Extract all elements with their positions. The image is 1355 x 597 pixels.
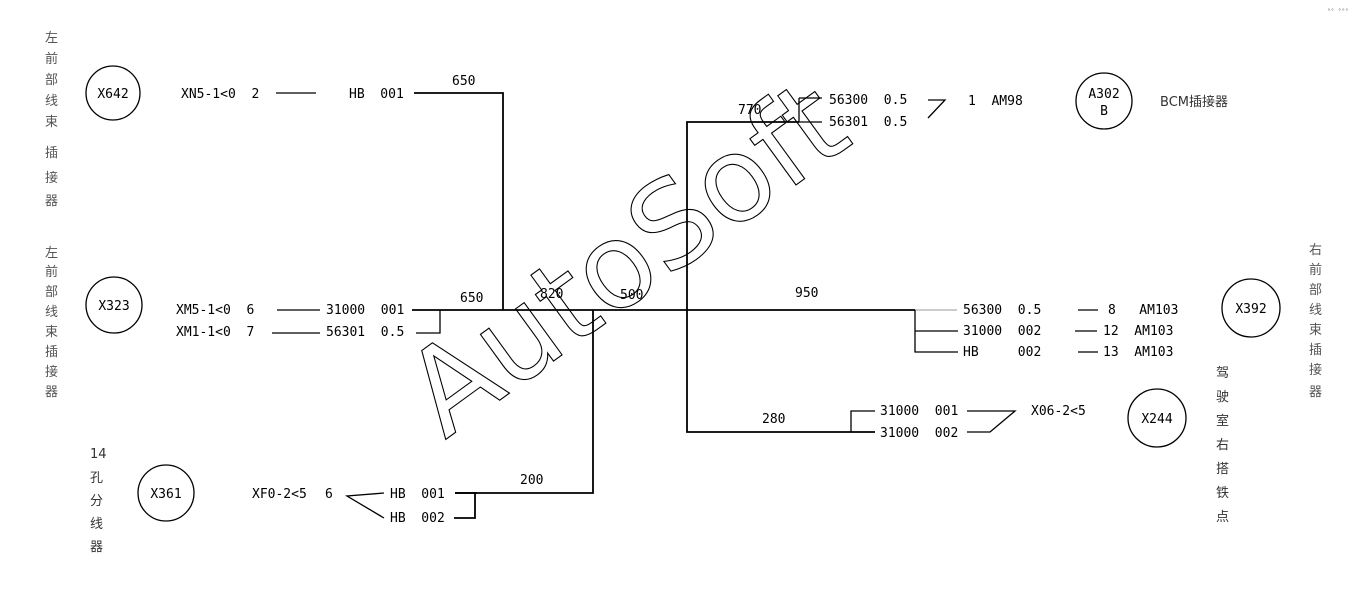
connector-x361: X361 xyxy=(137,464,195,522)
wire-31000-001-left: 31000 001 xyxy=(326,303,404,318)
length-950: 950 xyxy=(795,286,818,301)
x244-desc-char: 驾 xyxy=(1216,366,1229,381)
wire-31000-002-right: 31000 002 xyxy=(963,324,1041,339)
length-820: 820 xyxy=(540,287,563,302)
connector-x323: X323 xyxy=(85,276,143,334)
wire-56300-05-top-right: 56300 0.5 xyxy=(829,93,907,108)
x642-desc-char: 部 xyxy=(45,73,58,88)
x642-desc-char: 束 xyxy=(45,115,58,130)
x642-desc-char: 器 xyxy=(45,194,58,209)
connector-x244-label: X244 xyxy=(1141,412,1172,427)
connector-x323-label: X323 xyxy=(98,299,129,314)
x392-desc-char: 器 xyxy=(1309,385,1322,400)
connector-x392: X392 xyxy=(1221,278,1281,338)
wire-31000-002-ground: 31000 002 xyxy=(880,426,958,441)
x361-desc-char: 器 xyxy=(90,540,103,555)
x323-desc-char: 线 xyxy=(45,305,58,320)
x323-description: 左 前 部 线 束 插 接 器 xyxy=(45,246,58,400)
x244-desc-char: 驶 xyxy=(1216,390,1229,405)
x323-desc-char: 左 xyxy=(45,246,58,261)
x323-desc-char: 部 xyxy=(45,285,58,300)
x642-desc-char: 接 xyxy=(45,170,58,186)
pin-x361-number: 6 xyxy=(325,487,333,502)
wire-56301-05-top-right: 56301 0.5 xyxy=(829,115,907,130)
connector-x392-label: X392 xyxy=(1235,302,1266,317)
x642-desc-char: 左 xyxy=(45,31,58,46)
length-650-mid: 650 xyxy=(460,291,483,306)
connector-x642: X642 xyxy=(85,65,141,121)
x392-desc-char: 右 xyxy=(1309,243,1322,258)
x323-desc-char: 前 xyxy=(45,264,58,280)
connector-x361-label: X361 xyxy=(150,487,181,502)
connector-a302b-label-line1: A302 xyxy=(1088,87,1119,102)
x244-desc-char: 搭 xyxy=(1216,461,1229,477)
corner-mark: °° °°° xyxy=(1327,8,1349,15)
x392-description: 右 前 部 线 束 插 接 器 xyxy=(1309,243,1322,400)
x244-desc-char: 点 xyxy=(1216,510,1229,525)
pin-x323-1: XM5-1<0 6 xyxy=(176,303,254,318)
wire-56301-05-left: 56301 0.5 xyxy=(326,325,404,340)
x392-desc-char: 前 xyxy=(1309,262,1322,278)
x361-desc-char: 14 xyxy=(90,447,107,462)
x392-desc-char: 部 xyxy=(1309,283,1322,298)
x323-desc-char: 束 xyxy=(45,325,58,340)
connector-a302b: A302 B xyxy=(1075,72,1133,130)
x392-desc-char: 接 xyxy=(1309,362,1322,378)
length-770: 770 xyxy=(738,103,761,118)
x361-desc-char: 孔 xyxy=(90,471,103,486)
x244-desc-char: 铁 xyxy=(1216,486,1229,501)
x642-desc-char: 插 xyxy=(45,146,58,161)
x323-desc-char: 器 xyxy=(45,385,58,400)
pin-x392-12: 12 AM103 xyxy=(1103,324,1173,339)
x642-desc-char: 线 xyxy=(45,94,58,109)
pin-x323-2: XM1-1<0 7 xyxy=(176,325,254,340)
pin-x361: XF0-2<5 xyxy=(252,487,307,502)
x361-desc-char: 分 xyxy=(90,494,103,509)
watermark: AutoSoft xyxy=(380,53,871,463)
connector-x244: X244 xyxy=(1127,388,1187,448)
x244-description: 驾 驶 室 右 搭 铁 点 xyxy=(1216,366,1229,525)
length-650-top: 650 xyxy=(452,74,475,89)
x642-desc-char: 前 xyxy=(45,51,58,67)
x642-description: 左 前 部 线 束 插 接 器 xyxy=(45,31,58,209)
pin-x244: X06-2<5 xyxy=(1031,404,1086,419)
x323-desc-char: 插 xyxy=(45,345,58,360)
a302b-description: BCM插接器 xyxy=(1160,94,1228,110)
pin-x642: XN5-1<0 2 xyxy=(181,87,259,102)
x392-desc-char: 插 xyxy=(1309,343,1322,358)
wiring-lines xyxy=(276,92,1098,519)
connector-x642-label: X642 xyxy=(97,87,128,102)
x323-desc-char: 接 xyxy=(45,364,58,380)
pin-x392-13: 13 AM103 xyxy=(1103,345,1173,360)
wire-hb-002-right: HB 002 xyxy=(963,345,1041,360)
pin-a302b: 1 AM98 xyxy=(968,94,1023,109)
wire-hb001-top: HB 001 xyxy=(349,87,404,102)
wire-hb002-bottom: HB 002 xyxy=(390,511,445,526)
x244-desc-char: 室 xyxy=(1216,413,1229,429)
length-500: 500 xyxy=(620,288,643,303)
wire-56300-05-right: 56300 0.5 xyxy=(963,303,1041,318)
x361-desc-char: 线 xyxy=(90,517,103,532)
pin-x392-8: 8 AM103 xyxy=(1108,303,1178,318)
x361-description: 14 孔 分 线 器 xyxy=(90,447,107,555)
x392-desc-char: 线 xyxy=(1309,303,1322,318)
connector-a302b-label-line2: B xyxy=(1100,104,1108,119)
wire-31000-001-ground: 31000 001 xyxy=(880,404,958,419)
length-200: 200 xyxy=(520,473,543,488)
wire-hb001-bottom: HB 001 xyxy=(390,487,445,502)
x392-desc-char: 束 xyxy=(1309,323,1322,338)
length-280: 280 xyxy=(762,412,785,427)
x244-desc-char: 右 xyxy=(1216,438,1229,453)
